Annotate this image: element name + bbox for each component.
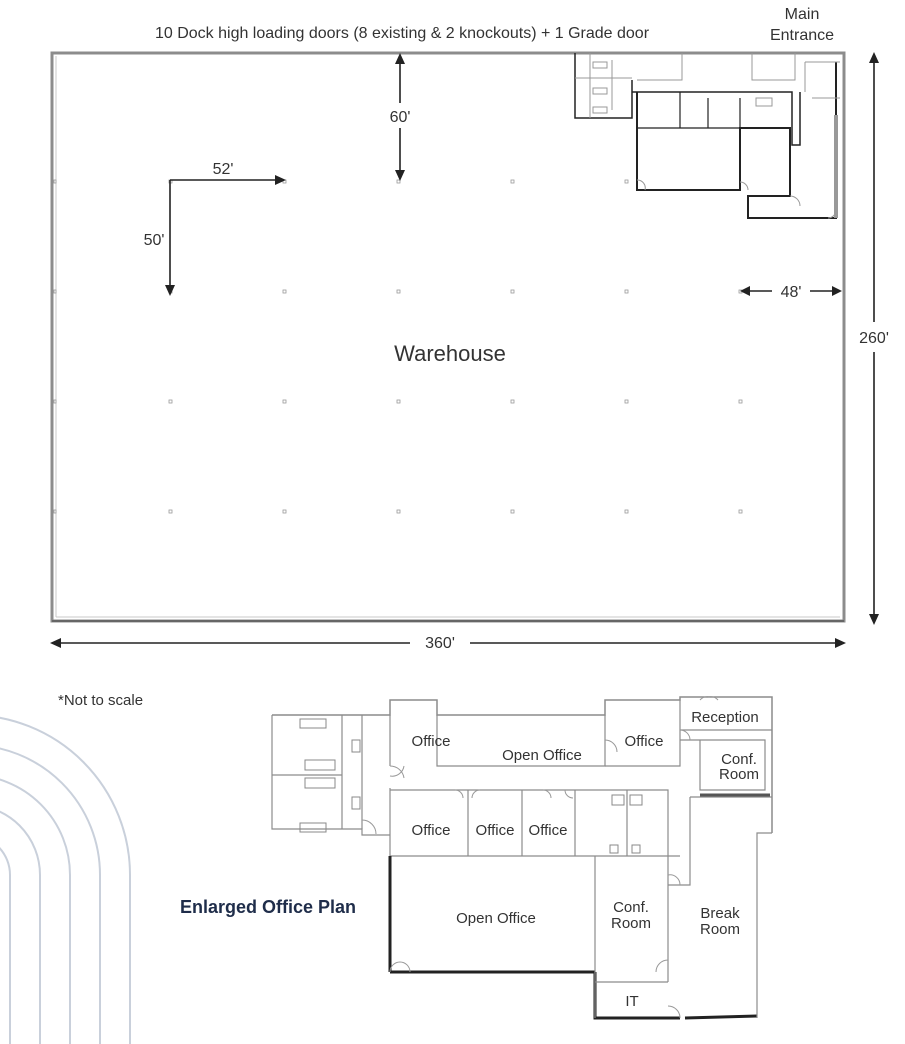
dim-height-label: 260' (859, 330, 889, 347)
warehouse-label: Warehouse (394, 341, 506, 366)
dim-width-label: 360' (425, 635, 455, 652)
room-break-line2: Room (700, 921, 740, 938)
room-it: IT (625, 993, 638, 1010)
loading-doors-note: 10 Dock high loading doors (8 existing &… (155, 25, 650, 42)
room-office-3: Office (412, 822, 451, 839)
room-labels: Office Open Office Office Reception Conf… (412, 709, 759, 1010)
main-entrance-label-line1: Main (785, 6, 820, 23)
room-conf-bottom-line2: Room (611, 915, 651, 932)
room-office-5: Office (529, 822, 568, 839)
room-office-2: Office (625, 733, 664, 750)
room-conf-top-line1: Conf. (721, 751, 757, 768)
room-open-office-top: Open Office (502, 747, 582, 764)
dim-width: 360' (50, 635, 846, 652)
main-entrance-label-line2: Entrance (770, 27, 834, 44)
dim-bay-depth-label: 60' (390, 109, 411, 126)
room-office-4: Office (476, 822, 515, 839)
room-break-line1: Break (700, 905, 740, 922)
dim-office-offset: 48' (740, 284, 842, 301)
room-conf-top-line2: Room (719, 766, 759, 783)
dim-column-x-label: 52' (213, 161, 234, 178)
room-reception: Reception (691, 709, 759, 726)
dim-bay-depth: 60' (390, 53, 411, 181)
dim-office-offset-label: 48' (781, 284, 802, 301)
warehouse-outline (50, 51, 846, 623)
enlarged-office-walls (271, 696, 773, 1020)
room-office-1: Office (412, 733, 451, 750)
dim-column-y-label: 50' (144, 232, 165, 249)
room-conf-bottom-line1: Conf. (613, 899, 649, 916)
dim-column-spacing: 52' 50' (144, 161, 286, 296)
column-grid (53, 179, 743, 514)
dim-height: 260' (859, 52, 889, 625)
room-open-office-bottom: Open Office (456, 910, 536, 927)
enlarged-office-title: Enlarged Office Plan (180, 897, 356, 917)
scale-note: *Not to scale (58, 692, 143, 709)
warehouse-office-block (574, 53, 840, 219)
